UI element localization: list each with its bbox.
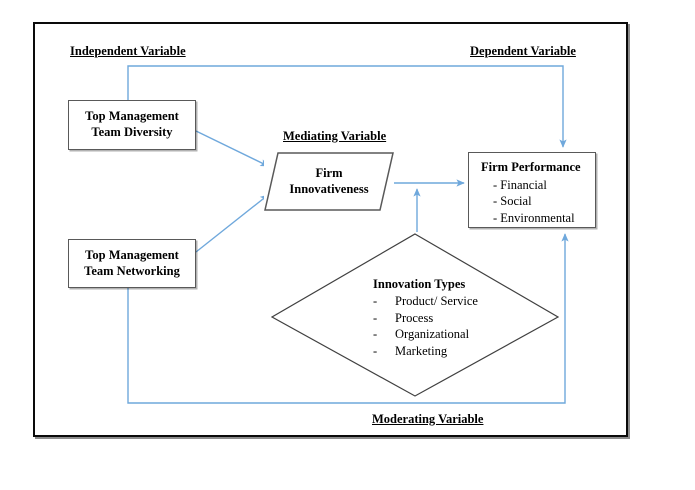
dash-bullet: - <box>373 343 378 358</box>
dash-bullet: - <box>373 294 378 308</box>
list-item-label: Marketing <box>395 343 448 358</box>
list-item-label: Process <box>395 310 434 325</box>
figure-outer-frame <box>33 22 628 437</box>
list-item-label: Organizational <box>395 327 470 342</box>
parallelogram-shape <box>264 152 394 211</box>
node-title-firm-performance: Firm Performance <box>481 160 581 174</box>
label-mediating-variable: Mediating Variable <box>283 129 387 143</box>
firm-performance-item-list: Financial Social Environmental <box>479 177 575 227</box>
list-item: - Organizational <box>373 326 541 343</box>
innovation-types-item-list: - Product/ Service - Process - Organizat… <box>351 293 541 360</box>
dash-bullet: - <box>373 310 378 325</box>
list-item: - Process <box>373 310 541 327</box>
label-moderating-variable: Moderating Variable <box>372 412 484 426</box>
node-top-management-team-diversity[interactable]: Top Management Team Diversity <box>68 100 196 150</box>
list-item: Social <box>493 193 575 210</box>
node-title-tmt-diversity: Top Management Team Diversity <box>85 109 179 139</box>
list-item: - Marketing <box>373 343 541 360</box>
node-innovation-types[interactable]: Innovation Types - Product/ Service - Pr… <box>270 233 560 397</box>
list-item: Environmental <box>493 210 574 227</box>
node-title-firm-innovativeness: Firm Innovativeness <box>289 165 369 196</box>
node-title-innovation-types: Innovation Types <box>373 277 466 291</box>
list-item: Financial <box>493 177 575 194</box>
list-item: - Product/ Service <box>373 293 541 310</box>
innovation-types-content: Innovation Types - Product/ Service - Pr… <box>351 277 541 360</box>
list-item-label: Product/ Service <box>395 294 478 308</box>
node-firm-performance[interactable]: Firm Performance Financial Social Enviro… <box>468 152 596 228</box>
node-firm-innovativeness[interactable]: Firm Innovativeness <box>264 152 394 211</box>
diamond-shape <box>270 233 560 397</box>
node-title-tmt-networking: Top Management Team Networking <box>84 247 180 278</box>
node-top-management-team-networking[interactable]: Top Management Team Networking <box>68 239 196 288</box>
dash-bullet: - <box>373 327 378 342</box>
label-dependent-variable: Dependent Variable <box>470 44 576 58</box>
label-independent-variable: Independent Variable <box>70 44 186 58</box>
